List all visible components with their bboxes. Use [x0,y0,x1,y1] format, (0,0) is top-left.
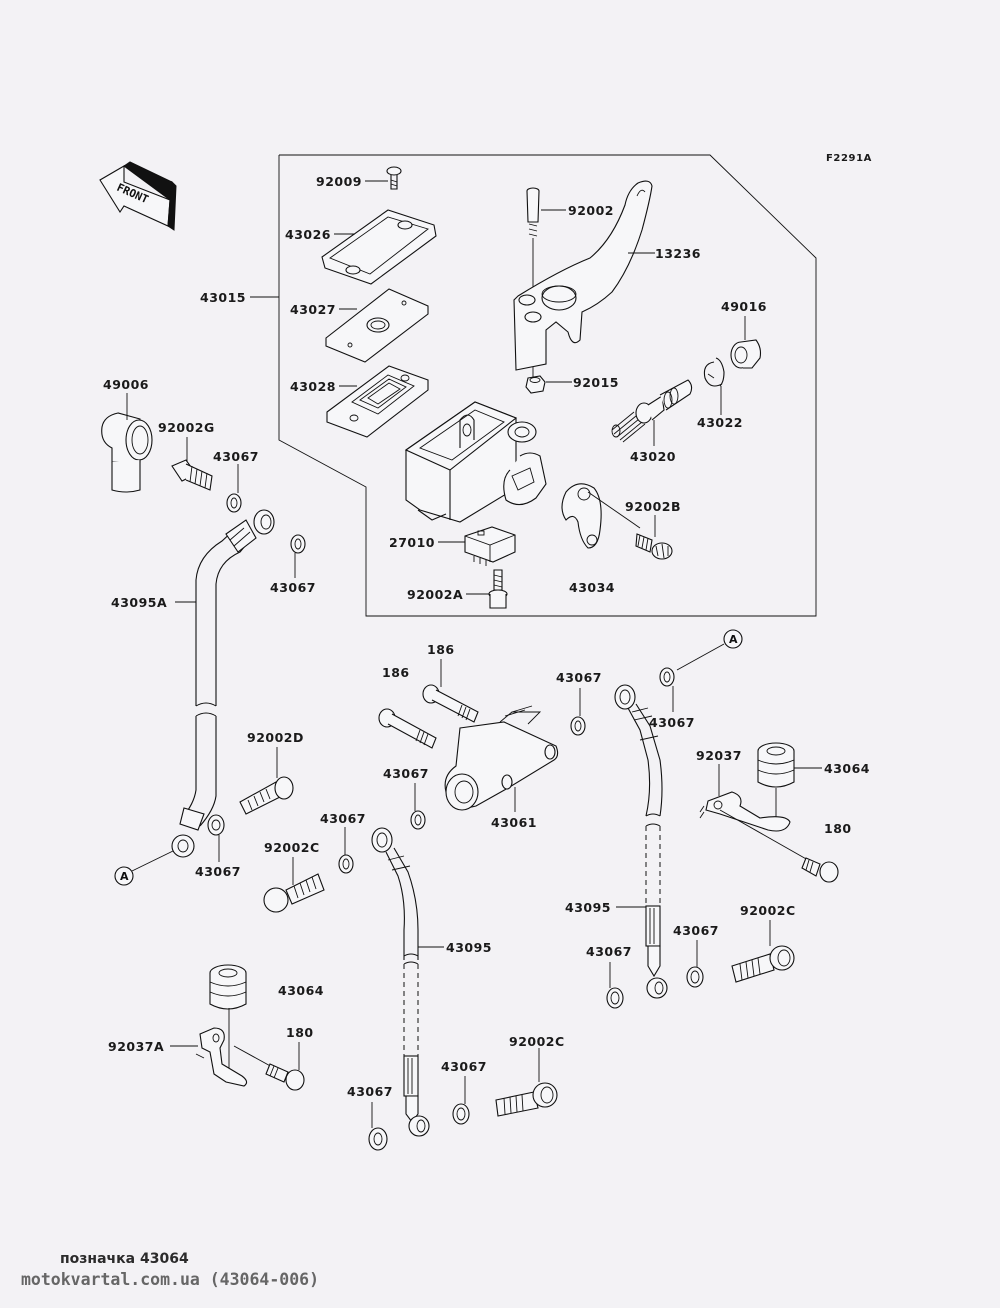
label-43022: 43022 [697,415,743,430]
part-43061-brake-joint-icon [444,705,559,811]
label-43067-g: 43067 [320,811,366,826]
part-186-bolt-icon [378,708,437,749]
reference-marker-a: A [114,866,134,886]
part-92002C-banjo-bolt-icon [731,945,795,983]
label-43067-i: 43067 [673,923,719,938]
label-43095-right: 43095 [565,900,611,915]
part-43095-brake-hose-icon [614,684,668,999]
washer-43067-icon [686,966,704,988]
part-92009-screw-icon [386,166,402,190]
label-92037: 92037 [696,748,742,763]
part-43095-brake-hose-icon [371,827,430,1137]
part-43064-grommet-icon [209,964,247,1010]
label-92002A: 92002A [407,587,463,602]
part-92002C-banjo-bolt-icon [495,1082,558,1117]
part-92002-pivot-bolt-icon [526,187,540,237]
part-92037-clamp-icon [699,791,791,832]
reference-marker-a: A [723,629,743,649]
label-43067-b: 43067 [270,580,316,595]
part-13236-brake-lever-icon [513,180,653,371]
label-92002: 92002 [568,203,614,218]
part-92002C-banjo-bolt-icon [263,873,325,913]
label-180-b: 180 [286,1025,314,1040]
part-92015-nut-icon [525,375,546,394]
part-43034-clamp-icon [561,483,602,549]
label-43095A: 43095A [111,595,167,610]
svg-text:A: A [120,870,129,883]
washer-43067-icon [226,493,242,513]
part-43064-grommet-icon [757,742,795,788]
diagram-code: F2291A [826,153,872,164]
label-92002C-b: 92002C [740,903,796,918]
label-92002G: 92002G [158,420,215,435]
label-43064-b: 43064 [278,983,324,998]
label-43020: 43020 [630,449,676,464]
washer-43067-icon [338,854,354,874]
label-92002C-c: 92002C [509,1034,565,1049]
part-49006-boot-icon [101,412,153,493]
label-43067-c: 43067 [556,670,602,685]
part-43028-diaphragm-icon [326,365,429,438]
label-92009: 92009 [316,174,362,189]
part-43020-piston-kit-icon [611,379,693,443]
label-43061: 43061 [491,815,537,830]
washer-43067-icon [570,716,586,736]
part-43095A-brake-hose-icon [171,509,275,858]
label-43067-h: 43067 [586,944,632,959]
part-92002B-bolt-icon [635,533,673,560]
part-49016-dust-boot-icon [730,339,762,369]
label-186-a: 186 [427,642,455,657]
label-43067-k: 43067 [441,1059,487,1074]
label-186-b: 186 [382,665,410,680]
label-43064-a: 43064 [824,761,870,776]
front-arrow-icon: FRONT [99,161,177,231]
master-cylinder-body-icon [404,401,547,523]
label-27010: 27010 [389,535,435,550]
label-43026: 43026 [285,227,331,242]
washer-43067-icon [452,1103,470,1125]
label-43067-j: 43067 [347,1084,393,1099]
label-43015: 43015 [200,290,246,305]
label-49006: 49006 [103,377,149,392]
part-186-bolt-icon [422,684,479,723]
label-43067-e: 43067 [649,715,695,730]
footer-caption: позначка 43064 [60,1251,189,1267]
label-13236: 13236 [655,246,701,261]
part-180-bolt-icon [265,1063,305,1091]
part-92037A-clamp-icon [195,1027,248,1087]
svg-text:A: A [729,633,738,646]
part-43027-diaphragm-plate-icon [325,288,429,363]
label-43067-a: 43067 [213,449,259,464]
part-43022-circlip-icon [703,357,725,387]
label-43027: 43027 [290,302,336,317]
part-27010-brake-switch-icon [464,526,516,566]
part-43026-reservoir-cap-icon [321,209,437,285]
washer-43067-icon [207,814,225,836]
label-92002D: 92002D [247,730,304,745]
label-43095-center: 43095 [446,940,492,955]
part-92002A-screw-icon [488,569,508,609]
label-43067-d: 43067 [383,766,429,781]
footer-source: motokvartal.com.ua (43064-006) [21,1270,320,1289]
label-43028: 43028 [290,379,336,394]
part-92002G-banjo-bolt-icon [171,459,213,491]
washer-43067-icon [659,667,675,687]
washer-43067-icon [368,1127,388,1151]
label-49016: 49016 [721,299,767,314]
washer-43067-icon [290,534,306,554]
label-180-a: 180 [824,821,852,836]
assembly-outline-43015 [278,154,817,617]
part-92002D-banjo-bolt-icon [239,776,294,815]
washer-43067-icon [606,987,624,1009]
label-43034: 43034 [569,580,615,595]
label-43067-f: 43067 [195,864,241,879]
label-92037A: 92037A [108,1039,164,1054]
washer-43067-icon [410,810,426,830]
part-180-bolt-icon [801,857,839,883]
label-92015: 92015 [573,375,619,390]
label-92002C-a: 92002C [264,840,320,855]
label-92002B: 92002B [625,499,681,514]
